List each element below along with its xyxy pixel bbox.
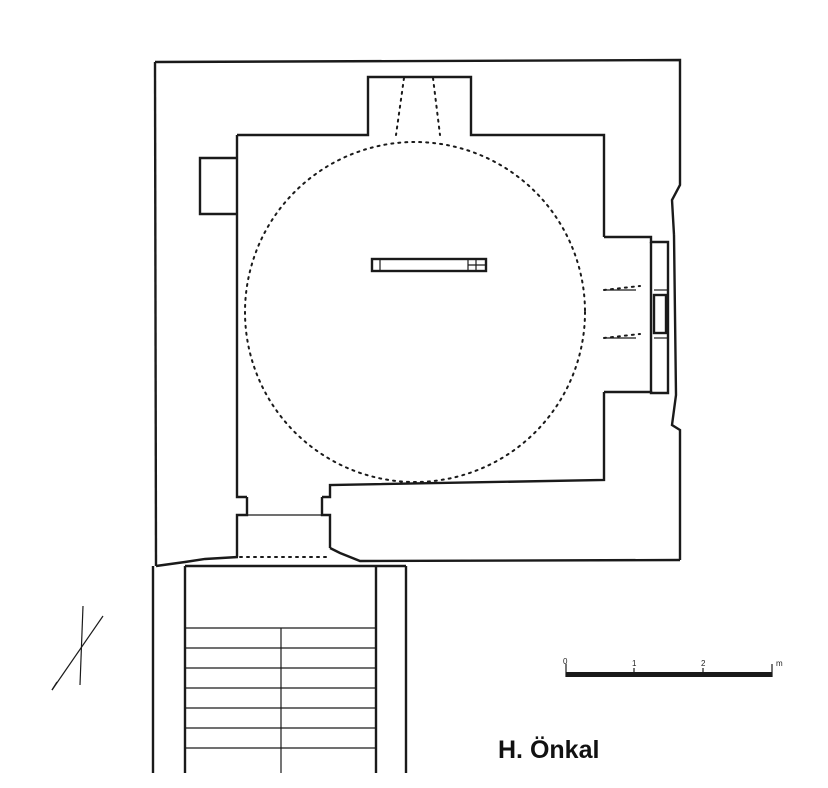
scale-bar: 0 1 2 m <box>563 657 783 677</box>
stair-treads <box>185 627 376 749</box>
north-arrow-icon <box>51 605 104 691</box>
scale-label-2: 2 <box>701 659 706 668</box>
stairway <box>151 564 408 773</box>
south-vestibule <box>235 497 332 558</box>
scale-label-1: 1 <box>632 659 637 668</box>
outer-enclosure-wall <box>153 58 682 568</box>
dome-outline <box>244 141 586 483</box>
cenotaph <box>370 257 488 273</box>
scale-label-unit: m <box>776 659 783 668</box>
main-chamber <box>198 75 606 499</box>
scale-label-0: 0 <box>563 657 568 666</box>
author-credit: H. Önkal <box>498 736 600 764</box>
east-annex <box>603 235 670 395</box>
